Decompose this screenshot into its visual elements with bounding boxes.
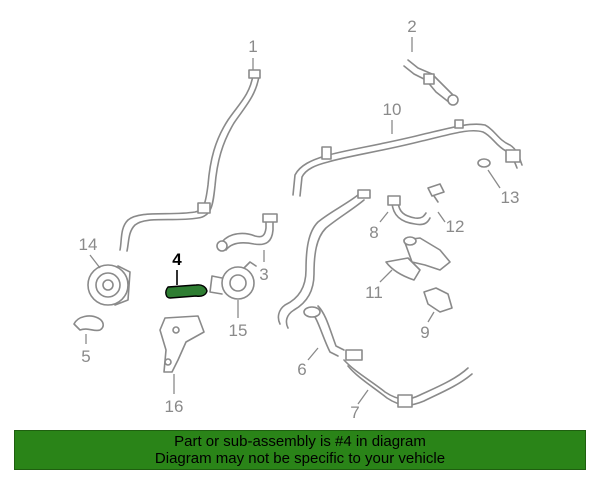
callout-labels: 1 2 3 4 5 6 7 8 9 10 11 12 13 14 15 16 — [79, 17, 520, 422]
callout-15: 15 — [229, 321, 248, 340]
part-12-fitting[interactable] — [427, 183, 445, 203]
notice-line-2: Diagram may not be specific to your vehi… — [154, 450, 446, 467]
notice-banner: Part or sub-assembly is #4 in diagram Di… — [14, 430, 586, 470]
part-10-pipe[interactable] — [292, 119, 523, 197]
callout-1: 1 — [248, 37, 257, 56]
part-13-clamp[interactable] — [477, 158, 491, 168]
callout-3: 3 — [259, 265, 268, 284]
callout-13: 13 — [501, 188, 520, 207]
callout-2: 2 — [407, 17, 416, 36]
callout-8: 8 — [369, 223, 378, 242]
part-2-fitting[interactable] — [403, 59, 459, 106]
callout-11: 11 — [365, 283, 383, 302]
callout-16: 16 — [165, 397, 184, 416]
part-5-elbow[interactable] — [73, 315, 104, 332]
part-3-hose[interactable] — [216, 213, 278, 252]
callout-7: 7 — [350, 403, 359, 422]
callout-4: 4 — [172, 250, 182, 269]
callout-leaders — [85, 37, 501, 405]
part-1-hose[interactable] — [119, 69, 261, 252]
part-6-hose[interactable] — [277, 189, 371, 357]
callout-12: 12 — [446, 217, 465, 236]
callout-14: 14 — [79, 235, 98, 254]
part-7-pipe[interactable] — [343, 349, 473, 408]
part-4-hose-highlighted[interactable] — [165, 284, 208, 299]
part-15-pump[interactable] — [209, 261, 257, 300]
callout-10: 10 — [383, 100, 402, 119]
part-9-connector[interactable] — [423, 287, 453, 313]
parts-diagram: 1 2 3 4 5 6 7 8 9 10 11 12 13 14 15 16 — [73, 17, 523, 422]
part-11-valve[interactable] — [385, 236, 451, 281]
notice-line-1: Part or sub-assembly is #4 in diagram — [174, 433, 426, 450]
callout-5: 5 — [81, 347, 90, 366]
callout-6: 6 — [297, 360, 306, 379]
part-8-elbow[interactable] — [387, 195, 431, 226]
part-14-pump[interactable] — [87, 264, 131, 306]
part-16-bracket[interactable] — [159, 315, 205, 373]
callout-9: 9 — [420, 323, 429, 342]
